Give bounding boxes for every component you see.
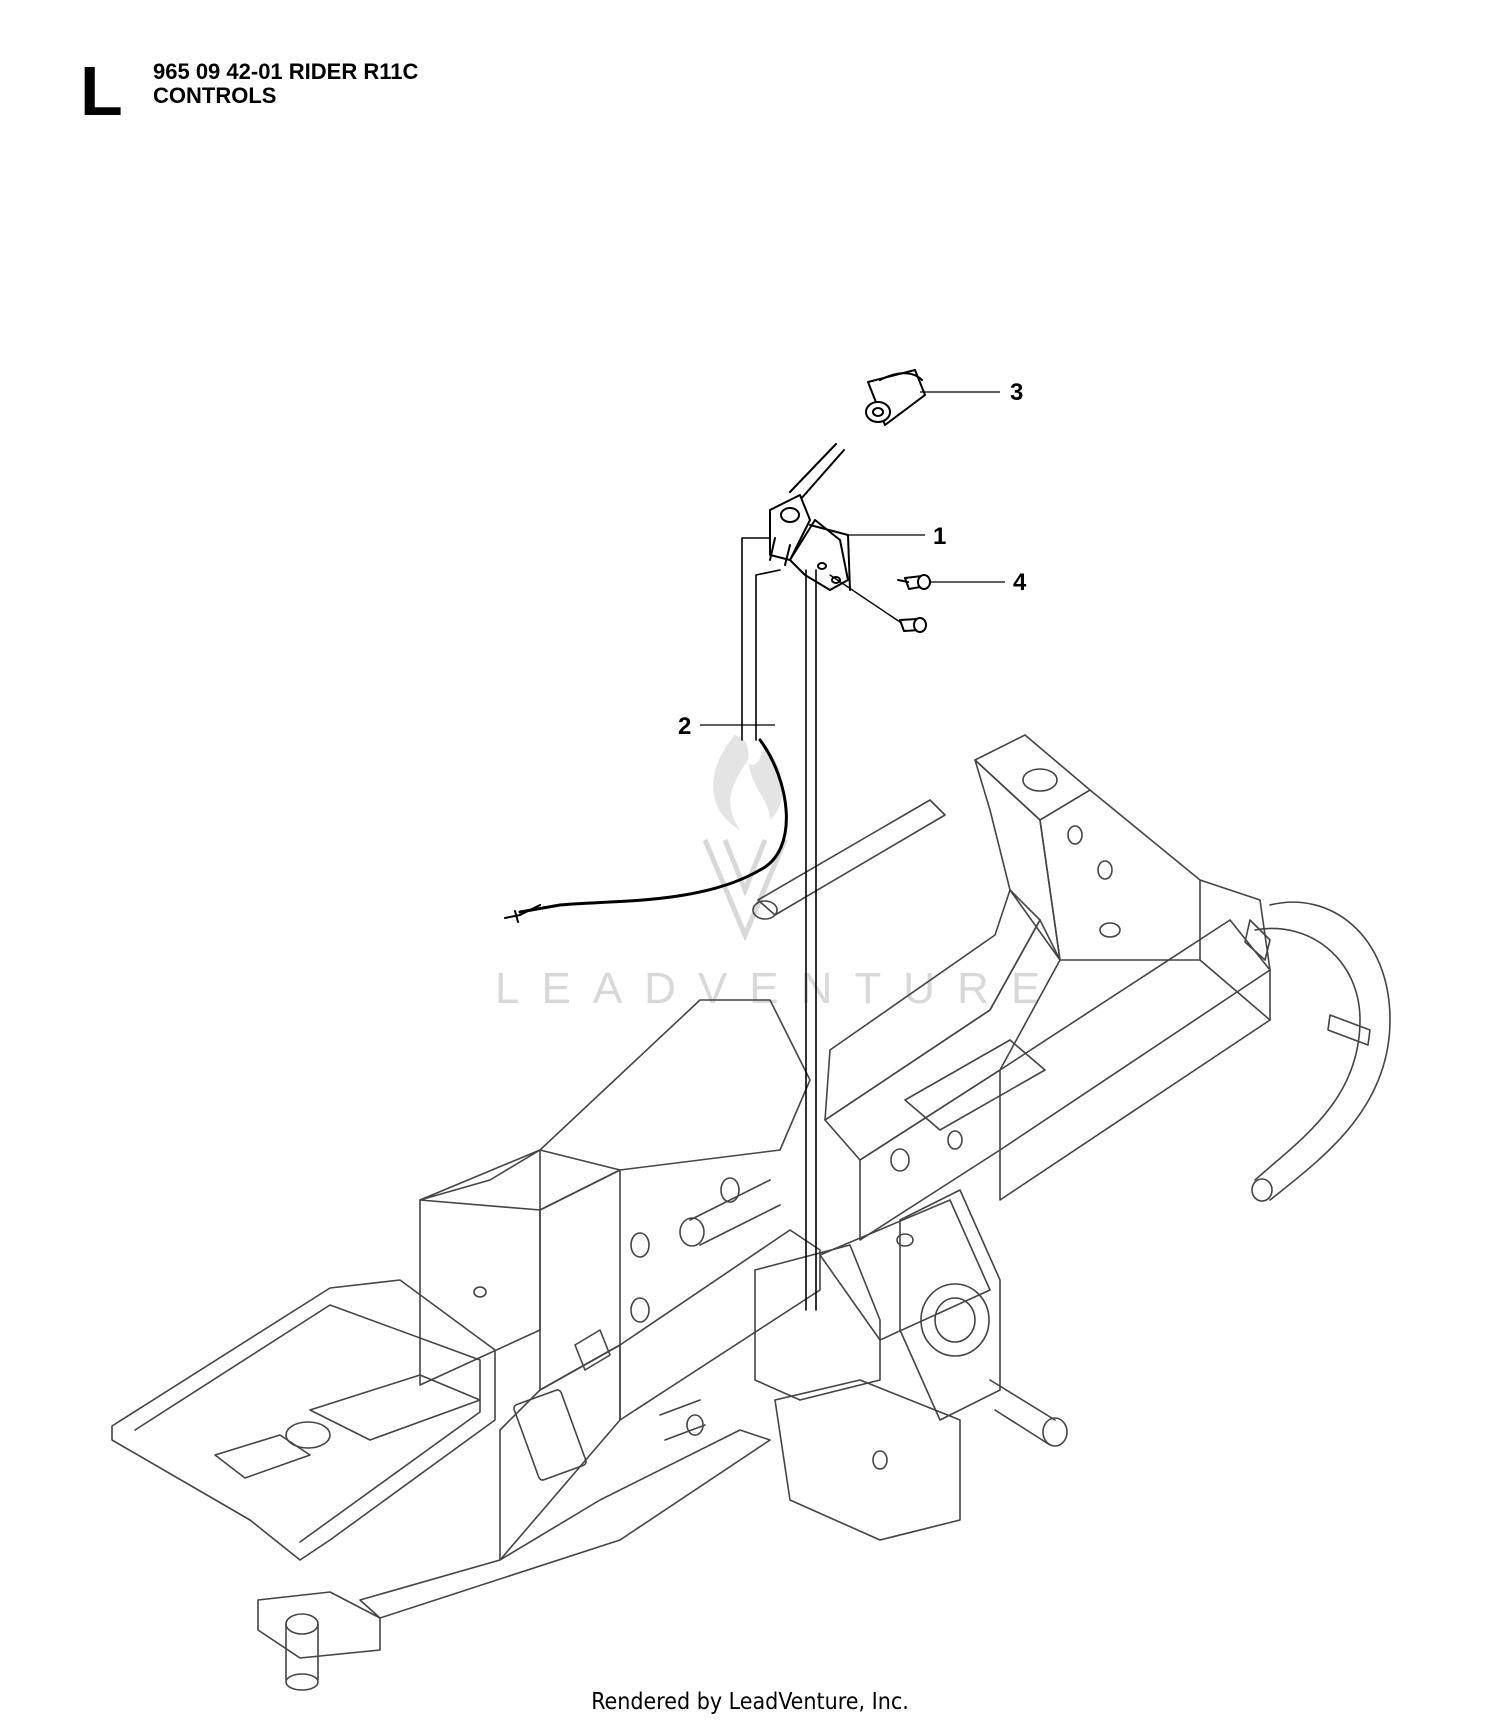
front-axle-plate [899, 1189, 1001, 1421]
handlebar-end-right [1251, 1178, 1273, 1202]
front-axle-shaft [989, 1379, 1056, 1446]
watermark-v-icon [702, 839, 788, 942]
chassis-hole-2 [630, 1297, 650, 1323]
floor-plate-hole [285, 1421, 331, 1449]
front-axle-pin [896, 1233, 914, 1247]
floor-plate-recess [309, 1374, 481, 1441]
section-title: CONTROLS [153, 83, 277, 108]
rear-tower-side [974, 759, 1061, 961]
callout-4: 4 [1013, 569, 1027, 596]
section-letter: L [80, 52, 123, 130]
front-axle-beam-hole [872, 1450, 888, 1470]
chassis-hole-3 [720, 1177, 740, 1203]
rear-tower-tab [1244, 919, 1271, 961]
floor-plate-cutout [214, 1434, 311, 1479]
watermark-text: LEADVENTURE [495, 964, 1062, 1013]
chassis-box-hole [473, 1286, 487, 1298]
front-pedal-post-base [285, 1673, 319, 1691]
bolt-lower-leader [829, 574, 901, 623]
control-lever-shaft [789, 443, 845, 501]
throttle-cable-end [504, 904, 541, 923]
callout-1: 1 [933, 523, 946, 550]
control-knob [865, 369, 926, 426]
rear-tower-hole-2 [1097, 860, 1113, 880]
floor-plate [111, 1279, 496, 1561]
diagram-header: L 965 09 42-01 RIDER R11C CONTROLS [80, 56, 680, 126]
chassis-rod [659, 1399, 706, 1441]
front-axle-hub-outer [920, 1283, 990, 1357]
cable-sheath-bracket [741, 537, 771, 741]
footer-credit: Rendered by LeadVenture, Inc. [591, 1689, 909, 1715]
rear-tower-face [1039, 789, 1201, 961]
rear-tower-hole-3 [1099, 922, 1121, 938]
chassis-left-box [419, 1149, 541, 1386]
chassis-hole-4 [686, 1414, 704, 1436]
callout-2: 2 [678, 713, 691, 740]
rear-frame-body [824, 889, 1041, 1121]
front-axle-block [819, 1199, 991, 1341]
front-axle-cylinder [689, 1179, 781, 1246]
front-axle-housing [754, 1244, 881, 1401]
chassis-rail-upper [539, 999, 811, 1171]
control-lever-bracket [769, 494, 851, 591]
rear-frame-plate [859, 1069, 1001, 1241]
tractor-frame [111, 734, 1391, 1691]
chassis-rail-lower [619, 1229, 821, 1421]
chassis-left-box-top [419, 1149, 621, 1211]
handlebar-upper-left [757, 799, 946, 916]
leader-lines [700, 391, 1005, 726]
rear-tower-hole-1 [1067, 825, 1083, 845]
front-pedal-plate [257, 1591, 381, 1659]
watermark [702, 735, 788, 942]
handlebar-end-left [752, 900, 778, 920]
handlebar-right-inner [1254, 927, 1361, 1181]
handlebar-right-outer [1269, 901, 1391, 1201]
front-pedal-post [285, 1623, 319, 1681]
front-axle-hub-inner [934, 1297, 976, 1343]
rear-frame-hole-2 [947, 1130, 963, 1150]
cable-sheath-bracket-inner [755, 569, 781, 741]
front-axle-beam [774, 1379, 961, 1541]
chassis-hole-1 [630, 1232, 650, 1258]
chassis-side-plate [499, 1344, 621, 1561]
callout-3: 3 [1010, 379, 1023, 406]
watermark-flame-icon [713, 735, 783, 830]
rear-tower-socket [1022, 768, 1058, 792]
rear-frame-hole-1 [890, 1148, 910, 1172]
chassis-slot-lower [513, 1389, 587, 1481]
front-pedal-post-top [285, 1613, 319, 1635]
rear-frame-top [824, 919, 1061, 1161]
chassis-bottom-rail [359, 1429, 771, 1619]
rear-tower [974, 734, 1091, 821]
rear-tower-edge [1199, 879, 1271, 1021]
front-axle-cylinder-end [679, 1217, 705, 1247]
bolt-lower [899, 617, 927, 633]
rear-frame-slot [904, 1039, 1046, 1131]
model-title: 965 09 42-01 RIDER R11C [153, 59, 419, 84]
control-parts [504, 369, 931, 1311]
throttle-cable [518, 738, 788, 914]
bolt-upper [897, 574, 931, 590]
front-axle-shaft-end [1042, 1417, 1068, 1447]
handlebar-bracket [1327, 1014, 1371, 1046]
chassis-bracket-small [574, 1329, 611, 1371]
floor-plate-inner [134, 1304, 481, 1543]
